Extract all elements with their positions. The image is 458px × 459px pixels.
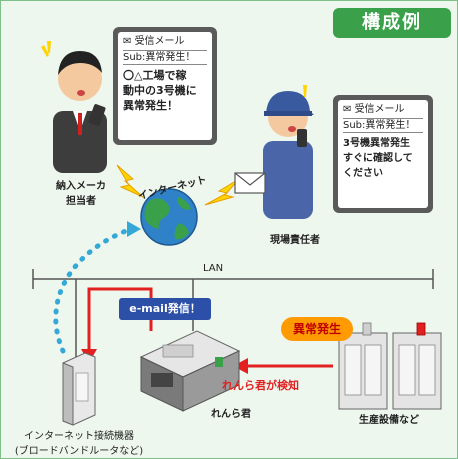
blue-arc-head [127,221,141,237]
envelope-icon [234,172,266,194]
vendor-label-line1: 納入メーカ [56,181,106,192]
red-arrow-head-detect [233,358,248,374]
phone-right-body: 3号機異常発生 すぐに確認して ください [343,136,423,181]
router-icon [62,352,96,426]
globe-icon [140,188,198,246]
phone-right-header-text: 受信メール [354,104,405,115]
alert-mark-left-icon [47,41,51,53]
lightning-right-icon [204,178,240,206]
phone-left-body-line: 〇△工場で稼 [123,69,187,82]
alert-mark-left2-icon [41,45,49,57]
email-sent-callout: e-mail発信！ [119,298,211,320]
renrakun-label: れんら君 [211,409,251,420]
phone-left-header: ✉ 受信メール [123,36,185,47]
vendor-label-line2: 担当者 [66,196,96,207]
vendor-label: 納入メーカ 担当者 [41,177,121,207]
site-manager-person-icon [263,91,314,219]
phone-left-header-text: 受信メール [134,36,185,47]
anomaly-callout: 異常発生 [281,317,353,341]
phone-right-header: ✉ 受信メール [343,104,405,115]
lightning-left-icon [116,164,144,198]
router-label-line2: (ブロードバンドルータなど) [14,446,144,457]
phone-right-body-line: すぐに確認して [343,153,413,164]
phone-right-body-line: ください [343,168,383,179]
router-label-line1: インターネット接続機器 [24,431,134,442]
phone-left-subject: Sub:異常発生！ [123,50,207,65]
phone-left-screen: ✉ 受信メール Sub:異常発生！ 〇△工場で稼 動中の3号機に 異常発生！ [118,32,212,140]
phone-left-body-line: 動中の3号機に [123,84,197,97]
phone-left-body: 〇△工場で稼 動中の3号機に 異常発生！ [123,68,207,113]
renrakun-device-icon [139,330,241,412]
phone-right: ✉ 受信メール Sub:異常発生！ 3号機異常発生 すぐに確認して ください [333,95,433,213]
phone-right-subject: Sub:異常発生！ [343,118,423,133]
alert-mark-right-icon [303,85,307,97]
blue-dotted-arc [53,226,134,354]
lan-label: LAN [202,263,224,274]
renrakun-detects-label: れんら君が検知 [222,379,299,392]
router-label: インターネット接続機器 (ブロードバンドルータなど) [9,427,149,457]
phone-left: ✉ 受信メール Sub:異常発生！ 〇△工場で稼 動中の3号機に 異常発生！ [113,27,217,145]
title-badge: 構成例 [333,8,451,38]
phone-right-body-line: 3号機異常発生 [343,138,410,149]
equipment-label: 生産設備など [359,415,419,426]
site-manager-label: 現場責任者 [270,235,320,246]
vendor-person-icon [53,51,107,173]
phone-right-screen: ✉ 受信メール Sub:異常発生！ 3号機異常発生 すぐに確認して ください [338,100,428,208]
phone-left-body-line: 異常発生！ [123,99,178,112]
equipment-icon [338,322,442,410]
